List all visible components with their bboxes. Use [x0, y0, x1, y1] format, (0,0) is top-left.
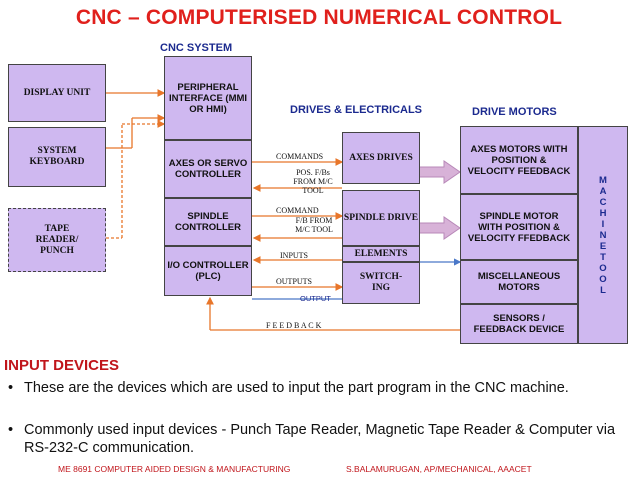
- bullet-item-1: • These are the devices which are used t…: [8, 379, 630, 397]
- page-title: CNC – COMPUTERISED NUMERICAL CONTROL: [75, 6, 563, 29]
- switching-label: SWITCH- ING: [359, 272, 403, 293]
- machine-tool-box: M A C H I N E T O O L: [578, 126, 628, 344]
- fb-from-label: F/B FROM M/C TOOL: [295, 216, 333, 234]
- display-unit-label: DISPLAY UNIT: [23, 87, 91, 98]
- sensors-label: SENSORS / FEEDBACK DEVICE: [473, 313, 565, 335]
- section-drives-electricals: DRIVES & ELECTRICALS: [290, 104, 423, 116]
- elements-label: ELEMENTS: [354, 248, 408, 259]
- inputs-label: INPUTS: [280, 251, 309, 260]
- misc-motors-label: MISCELLANEOUS MOTORS: [477, 271, 561, 293]
- tape-reader-box: TAPE READER/ PUNCH: [8, 208, 106, 272]
- machine-tool-label: M A C H I N E T O O L: [599, 174, 607, 296]
- axes-drives-label: AXES DRIVES: [349, 152, 413, 163]
- bullet-dot: •: [8, 380, 14, 396]
- spindle-controller-label: SPINDLE CONTROLLER: [175, 211, 241, 233]
- pos-fb-label: POS. F/Bs FROM M/C TOOL: [293, 168, 333, 195]
- section-drive-motors: DRIVE MOTORS: [472, 106, 557, 118]
- sensors-box: SENSORS / FEEDBACK DEVICE: [460, 304, 578, 344]
- misc-motors-box: MISCELLANEOUS MOTORS: [460, 260, 578, 304]
- commands-label: COMMANDS: [276, 152, 324, 161]
- outputs-label: OUTPUTS: [276, 277, 313, 286]
- spindle-motor-label: SPINDLE MOTOR WITH POSITION & VELOCITY F…: [467, 210, 571, 244]
- peripheral-interface-box: PERIPHERAL INTERFACE (MMI OR HMI): [164, 56, 252, 140]
- bullet-item-2: • Commonly used input devices - Punch Ta…: [8, 421, 630, 457]
- bullet-dot: •: [8, 422, 14, 438]
- axes-drives-box: AXES DRIVES: [342, 132, 420, 184]
- spindle-drive-label: SPINDLE DRIVE: [343, 212, 419, 223]
- bullet-text-1: These are the devices which are used to …: [24, 380, 569, 396]
- bullet-text-2: Commonly used input devices - Punch Tape…: [24, 422, 616, 456]
- axes-controller-box: AXES OR SERVO CONTROLLER: [164, 140, 252, 198]
- io-controller-box: I/O CONTROLLER (PLC): [164, 246, 252, 296]
- footer-course: ME 8691 COMPUTER AIDED DESIGN & MANUFACT…: [58, 464, 291, 474]
- footer-author: S.BALAMURUGAN, AP/MECHANICAL, AAACET: [346, 464, 532, 474]
- feedback-label: F E E D B A C K: [266, 321, 322, 330]
- spindle-controller-box: SPINDLE CONTROLLER: [164, 198, 252, 246]
- peripheral-interface-label: PERIPHERAL INTERFACE (MMI OR HMI): [168, 81, 248, 115]
- system-keyboard-box: SYSTEM KEYBOARD: [8, 127, 106, 187]
- spindle-drive-box: SPINDLE DRIVE: [342, 190, 420, 246]
- display-unit-box: DISPLAY UNIT: [8, 64, 106, 122]
- section-cnc-system: CNC SYSTEM: [160, 42, 233, 54]
- command-label: COMMAND: [276, 206, 319, 215]
- tape-reader-label: TAPE READER/ PUNCH: [35, 223, 79, 256]
- axes-motors-label: AXES MOTORS WITH POSITION & VELOCITY FEE…: [467, 143, 571, 177]
- axes-controller-label: AXES OR SERVO CONTROLLER: [168, 158, 248, 180]
- elements-box: ELEMENTS: [342, 246, 420, 262]
- switching-box: SWITCH- ING: [342, 262, 420, 304]
- input-devices-heading: INPUT DEVICES: [4, 357, 120, 374]
- io-controller-label: I/O CONTROLLER (PLC): [167, 260, 249, 282]
- spindle-motor-box: SPINDLE MOTOR WITH POSITION & VELOCITY F…: [460, 194, 578, 260]
- output-label: OUTPUT: [300, 294, 331, 303]
- axes-motors-box: AXES MOTORS WITH POSITION & VELOCITY FEE…: [460, 126, 578, 194]
- system-keyboard-label: SYSTEM KEYBOARD: [29, 146, 85, 167]
